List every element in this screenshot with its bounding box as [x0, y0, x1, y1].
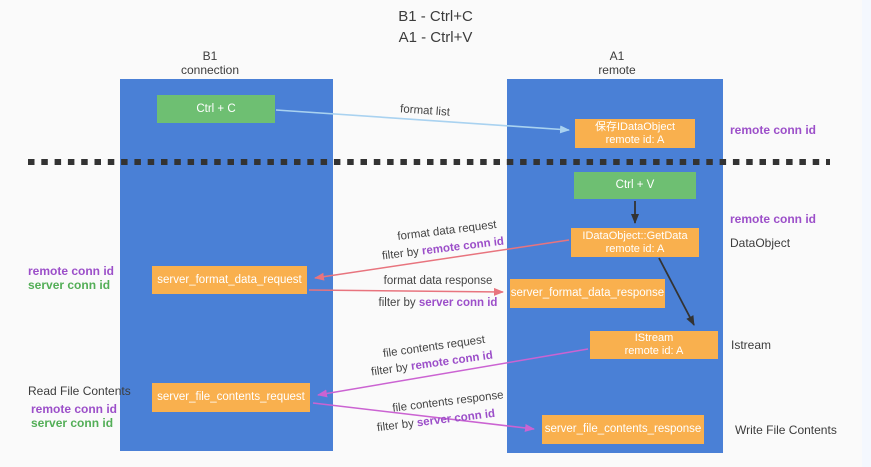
- box-ctrl-c: Ctrl + C: [157, 95, 275, 123]
- label-format-list: format list: [399, 103, 451, 119]
- box-idataobject-getdata-line2: remote id: A: [605, 242, 665, 255]
- diagram-title-line-2: A1 - Ctrl+V: [398, 29, 473, 46]
- box-server-file-contents-request: server_file_contents_request: [152, 383, 310, 412]
- box-server-file-contents-response-label: server_file_contents_response: [544, 423, 702, 435]
- lane-a1-title: A1: [609, 49, 625, 63]
- box-server-format-data-response: server_format_data_response: [510, 279, 665, 308]
- remote-conn-id-text: remote conn id: [421, 235, 505, 258]
- right-label-write-file-contents: Write File Contents: [735, 423, 837, 437]
- left-label-remote-conn-id-2: remote conn id: [31, 402, 118, 416]
- filter-by-text: filter by: [378, 297, 419, 309]
- left-label-server-conn-id-1: server conn id: [28, 278, 111, 292]
- lane-a1-subtitle: remote: [598, 63, 636, 77]
- label-format-data-response: format data response: [383, 275, 493, 287]
- box-save-idataobject-line1: 保存IDataObject: [594, 120, 676, 133]
- left-label-read-file-contents: Read File Contents: [28, 384, 131, 398]
- box-save-idataobject-line2: remote id: A: [605, 133, 665, 146]
- box-ctrl-v-label: Ctrl + V: [615, 179, 655, 191]
- box-istream: IStream remote id: A: [590, 331, 718, 359]
- left-label-server-conn-id-2: server conn id: [31, 416, 114, 430]
- filter-by-text: filter by: [370, 360, 412, 379]
- box-save-idataobject: 保存IDataObject remote id: A: [575, 119, 695, 148]
- box-idataobject-getdata: IDataObject::GetData remote id: A: [571, 228, 699, 257]
- label-filter-by-server-conn-id-1: filter by server conn id: [379, 297, 498, 309]
- right-label-istream: Istream: [731, 338, 772, 352]
- box-ctrl-v: Ctrl + V: [574, 172, 696, 199]
- lane-header-a1: A1 remote: [537, 49, 697, 77]
- box-istream-line2: remote id: A: [624, 345, 684, 357]
- box-server-format-data-request: server_format_data_request: [152, 266, 307, 294]
- lane-b1-subtitle: connection: [180, 63, 240, 77]
- right-label-remote-conn-id-2: remote conn id: [730, 212, 817, 226]
- arrow-format-data-response: [308, 287, 504, 296]
- server-conn-id-text: server conn id: [418, 297, 498, 309]
- lane-header-b1: B1 connection: [130, 49, 290, 77]
- box-server-format-data-request-label: server_format_data_request: [157, 273, 302, 286]
- right-edge-strip: [862, 0, 871, 467]
- box-istream-line1: IStream: [634, 332, 674, 344]
- left-label-remote-conn-id-1: remote conn id: [28, 264, 115, 278]
- right-label-dataobject: DataObject: [730, 236, 791, 250]
- box-ctrl-c-label: Ctrl + C: [196, 102, 236, 115]
- box-idataobject-getdata-line1: IDataObject::GetData: [582, 229, 688, 242]
- right-label-remote-conn-id-1: remote conn id: [730, 123, 817, 137]
- filter-by-text: filter by: [381, 245, 423, 263]
- filter-by-text: filter by: [376, 417, 418, 435]
- box-server-file-contents-request-label: server_file_contents_request: [157, 391, 305, 403]
- diagram-title-line-1: B1 - Ctrl+C: [398, 8, 473, 25]
- box-server-format-data-response-label: server_format_data_response: [510, 287, 665, 299]
- lane-b1-title: B1: [202, 49, 218, 63]
- server-conn-id-text: server conn id: [416, 407, 496, 430]
- box-server-file-contents-response: server_file_contents_response: [542, 415, 704, 444]
